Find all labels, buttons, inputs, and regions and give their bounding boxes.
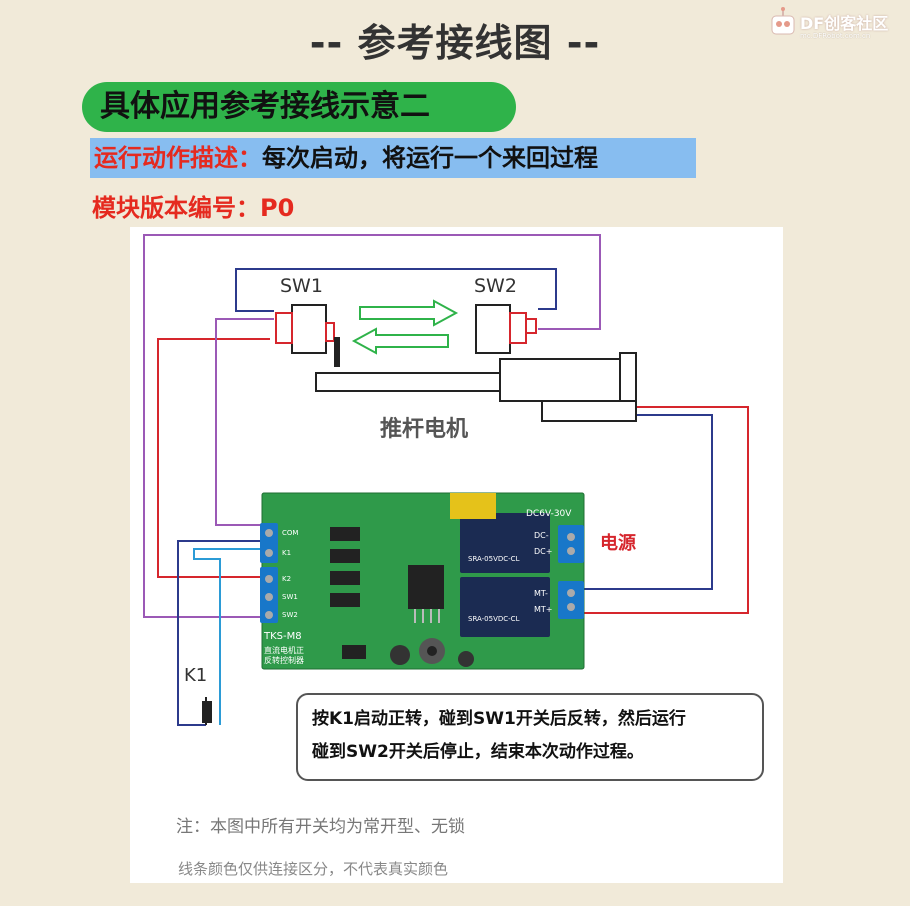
robot-logo-icon bbox=[771, 7, 795, 35]
sw2-switch bbox=[475, 304, 537, 354]
logo-brand: DF创客社区 bbox=[800, 14, 889, 33]
wire-red-sw1 bbox=[157, 338, 270, 578]
description-value: 每次启动，将运行一个来回过程 bbox=[262, 144, 598, 172]
dfrobot-logo: DF创客社区 mc.DFRobot.com.cn bbox=[768, 6, 908, 46]
module-version: 模块版本编号：P0 bbox=[92, 194, 295, 222]
board-subtitle-2: 反转控制器 bbox=[264, 656, 304, 665]
operation-note: 按K1启动正转，碰到SW1开关后反转，然后运行 碰到SW2开关后停止，结束本次动… bbox=[296, 693, 764, 781]
wiring-svg bbox=[143, 234, 749, 726]
dc-range-label: DC6V-30V bbox=[526, 509, 572, 519]
pin-k2: K2 bbox=[282, 575, 292, 583]
wire-purple-sw1 bbox=[215, 318, 274, 526]
k1-push-button bbox=[202, 697, 221, 725]
sw2-label: SW2 bbox=[474, 275, 517, 297]
note-line-2: 碰到SW2开关后停止，结束本次动作过程。 bbox=[312, 742, 644, 762]
dc-minus-label: DC- bbox=[534, 531, 549, 540]
footnote-switch-type: 注：本图中所有开关均为常开型、无锁 bbox=[176, 817, 465, 837]
wire-red-motor bbox=[574, 406, 749, 614]
mt-minus-label: MT- bbox=[534, 589, 548, 598]
footnote-wire-colors: 线条颜色仅供连接区分，不代表真实颜色 bbox=[178, 860, 449, 878]
sw1-switch bbox=[275, 304, 340, 367]
wiring-diagram: SW1 SW2 推杆电机 电源 K1 TKS-M8 直流电机正 反转控制器 DC… bbox=[130, 227, 783, 883]
power-label: 电源 bbox=[600, 533, 636, 554]
wire-navy-k1 bbox=[177, 540, 270, 726]
actuator-motor bbox=[315, 352, 637, 422]
wire-navy-loop bbox=[235, 268, 557, 312]
description-label: 运行动作描述： bbox=[94, 144, 262, 172]
relay-model-2: SRA-05VDC-CL bbox=[468, 615, 520, 623]
actuator-label: 推杆电机 bbox=[380, 417, 469, 442]
wire-purple-left bbox=[143, 234, 601, 618]
section-pill: 具体应用参考接线示意二 bbox=[82, 82, 516, 132]
note-line-1: 按K1启动正转，碰到SW1开关后反转，然后运行 bbox=[312, 709, 686, 729]
board-subtitle-1: 直流电机正 bbox=[264, 646, 304, 655]
action-description: 运行动作描述：每次启动，将运行一个来回过程 bbox=[90, 138, 696, 178]
dc-plus-label: DC+ bbox=[534, 547, 553, 556]
pin-k1: K1 bbox=[282, 549, 292, 557]
controller-board bbox=[260, 492, 585, 670]
wire-navy-motor bbox=[574, 414, 713, 590]
logo-url: mc.DFRobot.com.cn bbox=[800, 32, 871, 40]
pin-com: COM bbox=[282, 529, 299, 537]
page-title: -- 参考接线图 -- bbox=[309, 21, 601, 65]
k1-label: K1 bbox=[184, 665, 208, 686]
board-model: TKS-M8 bbox=[264, 631, 302, 642]
wire-cyan-k1 bbox=[193, 548, 270, 697]
relay-model-1: SRA-05VDC-CL bbox=[468, 555, 520, 563]
mt-plus-label: MT+ bbox=[534, 605, 553, 614]
pin-sw2: SW2 bbox=[282, 611, 298, 619]
direction-arrows bbox=[351, 299, 459, 355]
pin-sw1: SW1 bbox=[282, 593, 298, 601]
sw1-label: SW1 bbox=[280, 275, 323, 297]
